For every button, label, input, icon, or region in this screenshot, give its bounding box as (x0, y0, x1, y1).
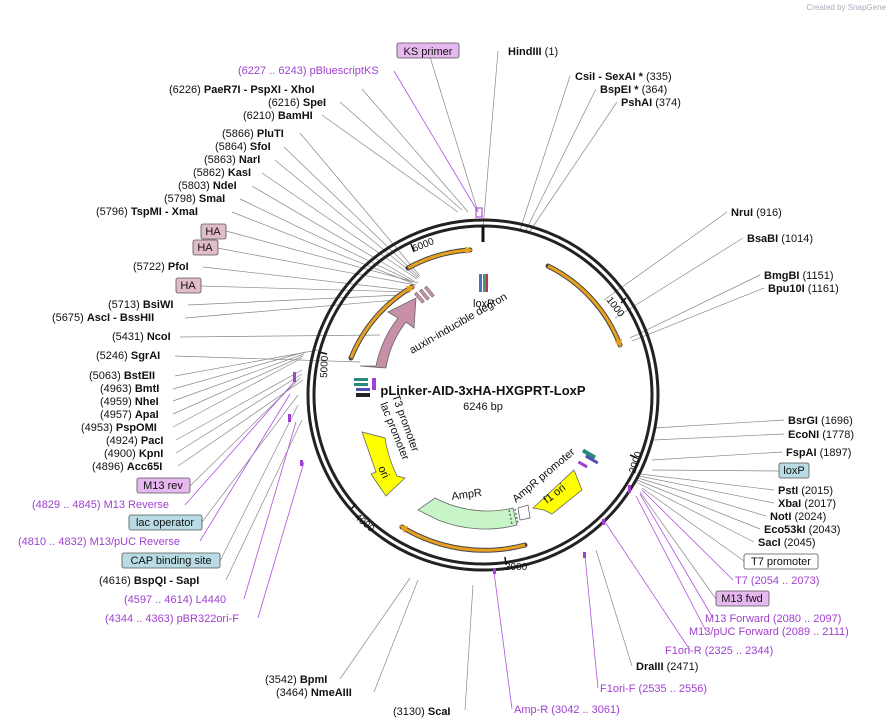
primer-ticks (288, 207, 631, 574)
site-paci: (4924) PacI (106, 435, 164, 447)
loxp-marker-top (479, 274, 488, 292)
svg-text:CAP binding site: CAP binding site (130, 555, 211, 567)
site-bpmi: (3542) BpmI (265, 674, 327, 686)
site-bspei: BspEI * (364) (600, 84, 667, 96)
site-psti: PstI (2015) (778, 485, 833, 497)
primer-m13-forward: M13 Forward (2080 .. 2097) (705, 613, 841, 625)
site-bpu10i: Bpu10I (1161) (768, 283, 839, 295)
svg-text:M13 fwd: M13 fwd (721, 593, 763, 605)
site-ndei: (5803) NdeI (178, 180, 237, 192)
feature-box-lac-operator: lac operator (128, 514, 203, 531)
site-noti: NotI (2024) (770, 511, 826, 523)
feature-box-cap-site: CAP binding site (121, 552, 221, 569)
f1-ori-arrow (532, 469, 583, 515)
feature-box-m13-rev: M13 rev (136, 477, 191, 494)
svg-text:T7 promoter: T7 promoter (751, 556, 811, 568)
svg-text:KS primer: KS primer (404, 46, 453, 58)
feature-box-ks-primer: KS primer (396, 42, 460, 59)
svg-text:lac operator: lac operator (136, 517, 194, 529)
auxin-degron-arrow (359, 285, 435, 369)
feature-box-ha-1: HA (200, 223, 227, 240)
primer-labels: (6227 .. 6243) pBluescriptKS (4829 .. 48… (18, 65, 849, 716)
site-apai: (4957) ApaI (100, 409, 159, 421)
plasmid-name: pLinker-AID-3xHA-HXGPRT-LoxP (380, 383, 585, 398)
feature-label-ampr: AmpR (451, 487, 483, 503)
svg-text:HA: HA (205, 226, 221, 238)
site-tspmi: (5796) TspMI - XmaI (96, 206, 198, 218)
primer-amp-r: Amp-R (3042 .. 3061) (514, 704, 620, 716)
site-acc65i: (4896) Acc65I (92, 461, 162, 473)
feature-box-ha-2: HA (192, 239, 219, 256)
primer-pbr322ori: (4344 .. 4363) pBR322ori-F (105, 613, 239, 625)
primer-m13puc-reverse: (4810 .. 4832) M13/pUC Reverse (18, 536, 180, 548)
plasmid-size: 6246 bp (463, 401, 503, 413)
left-site-labels: (6226) PaeR7I - PspXI - XhoI (6216) SpeI… (52, 84, 451, 718)
site-spei: (6216) SpeI (268, 97, 326, 109)
site-paer7i: (6226) PaeR7I - PspXI - XhoI (169, 84, 315, 96)
ori-arrow (361, 431, 406, 497)
site-bsiwi: (5713) BsiWI (108, 299, 173, 311)
feature-label-loxp: loxP (473, 298, 494, 310)
site-nari: (5863) NarI (204, 154, 260, 166)
right-site-labels: HindIII (1) CsiI - SexAI * (335) BspEI *… (508, 46, 854, 673)
tick-label-5000: 5000 (319, 355, 331, 378)
site-csii: CsiI - SexAI * (335) (575, 71, 672, 83)
site-bmti: (4963) BmtI (100, 383, 159, 395)
svg-text:M13 rev: M13 rev (143, 480, 183, 492)
leader-lines (172, 50, 785, 711)
site-kasi: (5862) KasI (193, 167, 251, 179)
site-hindiii: HindIII (1) (508, 46, 558, 58)
primer-pbluescriptks: (6227 .. 6243) pBluescriptKS (238, 65, 379, 77)
site-pfoi: (5722) PfoI (133, 261, 189, 273)
site-fspai: FspAI (1897) (786, 447, 851, 459)
site-pluti: (5866) PluTI (222, 128, 284, 140)
tick-label-2000: 2000 (627, 450, 644, 475)
site-bamhi: (6210) BamHI (243, 110, 313, 122)
feature-box-loxp: loxP (778, 462, 810, 479)
site-scai: (3130) ScaI (393, 706, 451, 718)
feature-box-m13-fwd: M13 fwd (715, 590, 770, 607)
ampr-arrow (417, 497, 519, 530)
site-sgrai: (5246) SgrAI (96, 350, 160, 362)
primer-f1ori-r: F1ori-R (2325 .. 2344) (665, 645, 773, 657)
mcs-markers-right (577, 448, 599, 469)
svg-text:loxP: loxP (783, 465, 804, 477)
site-smai: (5798) SmaI (164, 193, 225, 205)
site-saci: SacI (2045) (758, 537, 816, 549)
lac-region-markers (354, 378, 376, 397)
site-asci: (5675) AscI - BssHII (52, 312, 154, 324)
site-kpni: (4900) KpnI (104, 448, 163, 460)
site-bmgbi: BmgBI (1151) (764, 270, 834, 282)
orf-arcs (348, 246, 623, 553)
tick-label-3000: 3000 (505, 562, 528, 573)
site-sfoi: (5864) SfoI (215, 141, 271, 153)
site-nmeaiii: (3464) NmeAIII (276, 687, 352, 699)
site-eco53ki: Eco53kI (2043) (764, 524, 840, 536)
site-pspomi: (4953) PspOMI (81, 422, 157, 434)
ampr-promoter-arrow (517, 504, 531, 521)
primer-f1ori-f: F1ori-F (2535 .. 2556) (600, 683, 707, 695)
site-draiii: DraIII (2471) (636, 661, 698, 673)
primer-l4440: (4597 .. 4614) L4440 (124, 594, 226, 606)
site-nrui: NruI (916) (731, 207, 782, 219)
primer-m13puc-forward: M13/pUC Forward (2089 .. 2111) (689, 626, 849, 638)
site-nhei: (4959) NheI (100, 396, 159, 408)
site-bsrgi: BsrGI (1696) (788, 415, 853, 427)
site-bsteii: (5063) BstEII (89, 370, 155, 382)
site-ncoi: (5431) NcoI (112, 331, 171, 343)
feature-label-ori: ori (375, 464, 391, 480)
site-xbai: XbaI (2017) (778, 498, 836, 510)
primer-m13-reverse: (4829 .. 4845) M13 Reverse (32, 499, 169, 511)
svg-text:HA: HA (180, 280, 196, 292)
svg-text:HA: HA (197, 242, 213, 254)
feature-box-t7-promoter: T7 promoter (743, 553, 819, 570)
site-econi: EcoNI (1778) (788, 429, 854, 441)
site-bsabi: BsaBI (1014) (747, 233, 813, 245)
site-bspqi: (4616) BspQI - SapI (99, 575, 199, 587)
site-pshai: PshAI (374) (621, 97, 681, 109)
feature-box-ha-3: HA (175, 277, 202, 294)
primer-t7: T7 (2054 .. 2073) (735, 575, 819, 587)
snapgene-watermark: Created by SnapGene (806, 3, 886, 12)
